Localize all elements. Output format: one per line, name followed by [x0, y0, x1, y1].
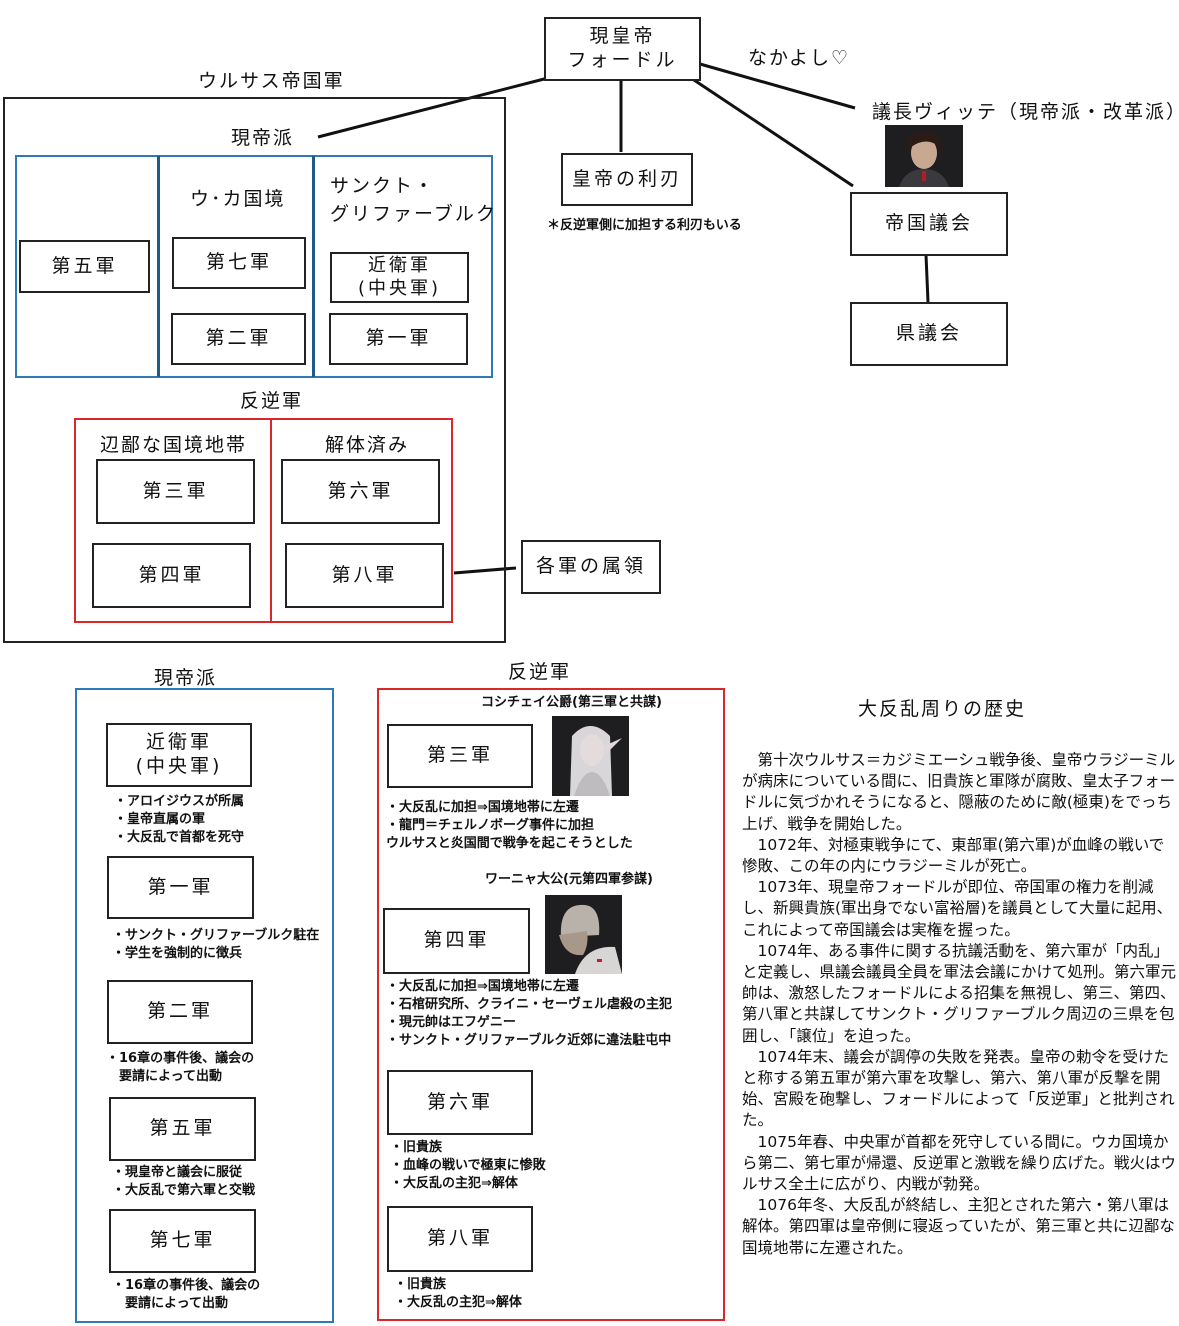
uk-border-label: ウ･カ国境 [190, 188, 286, 210]
rebel-label: 反逆軍 [240, 390, 304, 412]
rebel-unit-eighth[interactable]: 第八軍 [387, 1206, 533, 1272]
unit-notes: ・アロイジウスが所属・皇帝直属の軍・大反乱で首都を死守 [114, 794, 245, 845]
history-text: 第十次ウルサス＝カジミエーシュ戦争後、皇帝ウラジーミルが病床についている間に、旧… [742, 750, 1178, 1259]
vanya-label: ワーニャ大公(元第四軍参謀) [485, 872, 653, 887]
army-fourth[interactable]: 第四軍 [92, 543, 251, 608]
unit-notes: ・サンクト・グリファーブルク駐在・学生を強制的に徴兵 [112, 928, 320, 961]
unit-notes: ・現皇帝と議会に服従・大反乱で第六軍と交戦 [112, 1165, 256, 1198]
rebel-unit-sixth[interactable]: 第六軍 [387, 1070, 533, 1135]
army-sixth[interactable]: 第六軍 [281, 459, 440, 524]
unit-notes: ・旧貴族・大反乱の主犯⇒解体 [394, 1277, 522, 1310]
rebel-group-frame [74, 418, 453, 623]
loyal-section-title: 現帝派 [154, 667, 218, 689]
prefectural-council-box[interactable]: 県議会 [850, 302, 1008, 366]
rebel-section-title: 反逆軍 [508, 661, 572, 683]
history-paragraph: 1075年春、中央軍が首都を死守している間に。ウカ国境から第二、第七軍が帰還、反… [742, 1132, 1177, 1194]
history-paragraph: 第十次ウルサス＝カジミエーシュ戦争後、皇帝ウラジーミルが病床についている間に、旧… [742, 751, 1176, 833]
army-guard[interactable]: 近衛軍 (中央軍) [330, 252, 469, 303]
army-eighth[interactable]: 第八軍 [285, 543, 444, 608]
history-paragraph: 1074年、ある事件に関する抗議活動を、第六軍が「内乱」と定義し、県議会議員全員… [742, 941, 1177, 1045]
loyal-unit-first[interactable]: 第一軍 [107, 856, 254, 919]
loyal-unit-seventh[interactable]: 第七軍 [109, 1209, 256, 1273]
history-paragraph: 1072年、対極東戦争にて、東部軍(第六軍)が血峰の戦いで惨敗、この年の内にウラ… [742, 835, 1165, 876]
empire-army-title: ウルサス帝国軍 [198, 70, 345, 92]
loyal-section-frame [75, 688, 334, 1323]
unit-notes: ・大反乱に加担⇒国境地帯に左遷・石棺研究所、クライニ・セーヴェル虐殺の主犯・現元… [386, 979, 673, 1048]
history-paragraph: 1074年末、議会が調停の失敗を発表。皇帝の勅令を受けたと称する第五軍が第六軍を… [742, 1047, 1175, 1130]
territories-box[interactable]: 各軍の属領 [521, 540, 661, 594]
history-paragraph: 1076年冬、大反乱が終結し、主犯とされた第六・第八軍は解体。第四軍は皇帝側に寝… [742, 1196, 1175, 1257]
dissolved-label: 解体済み [325, 434, 410, 456]
rebel-unit-fourth[interactable]: 第四軍 [383, 908, 530, 974]
divider [270, 419, 272, 622]
loyal-unit-guard[interactable]: 近衛軍 (中央軍) [106, 723, 252, 787]
vanya-portrait [545, 895, 622, 974]
imperial-council-box[interactable]: 帝国議会 [850, 192, 1008, 256]
loyal-unit-second[interactable]: 第二軍 [107, 980, 253, 1044]
current-faction-label: 現帝派 [231, 127, 295, 149]
army-seventh[interactable]: 第七軍 [172, 237, 306, 289]
army-second[interactable]: 第二軍 [171, 313, 306, 365]
loyal-unit-fifth[interactable]: 第五軍 [109, 1097, 256, 1161]
army-fifth[interactable]: 第五軍 [19, 240, 150, 293]
remote-border-label: 辺鄙な国境地帯 [100, 434, 248, 456]
sankt-label: サンクト・ グリファーブルク [330, 175, 497, 225]
unit-notes: ・旧貴族・血峰の戦いで極東に惨敗・大反乱の主犯⇒解体 [390, 1140, 546, 1191]
unit-notes: ・大反乱に加担⇒国境地帯に左遷・龍門＝チェルノボーグ事件に加担ウルサスと炎国間で… [386, 800, 633, 851]
divider [312, 156, 315, 377]
unit-notes: ・16章の事件後、議会の 要請によって出動 [106, 1051, 255, 1084]
chairman-label: 議長ヴィッテ（現帝派・改革派） [872, 101, 1179, 123]
rebel-section-frame [377, 688, 725, 1321]
history-title: 大反乱周りの歴史 [858, 698, 1027, 720]
army-third[interactable]: 第三軍 [96, 459, 255, 524]
army-first[interactable]: 第一軍 [329, 313, 468, 365]
loyal-group-frame [15, 155, 493, 378]
emperor-box[interactable]: 現皇帝 フォードル [544, 17, 701, 81]
emperor-blade-box[interactable]: 皇帝の利刃 [561, 153, 693, 206]
empire-army-frame [3, 97, 506, 643]
chairman-portrait [885, 125, 963, 187]
friends-label: なかよし♡ [748, 47, 851, 69]
koschei-label: コシチェイ公爵(第三軍と共謀) [481, 695, 662, 710]
blade-note: ＊反逆軍側に加担する利刃もいる [547, 218, 742, 233]
divider [157, 156, 160, 377]
koschei-portrait [552, 716, 629, 796]
rebel-unit-third[interactable]: 第三軍 [387, 724, 533, 788]
unit-notes: ・16章の事件後、議会の 要請によって出動 [112, 1278, 261, 1311]
history-paragraph: 1073年、現皇帝フォードルが即位、帝国軍の権力を削減し、新興貴族(軍出身でない… [742, 878, 1173, 939]
